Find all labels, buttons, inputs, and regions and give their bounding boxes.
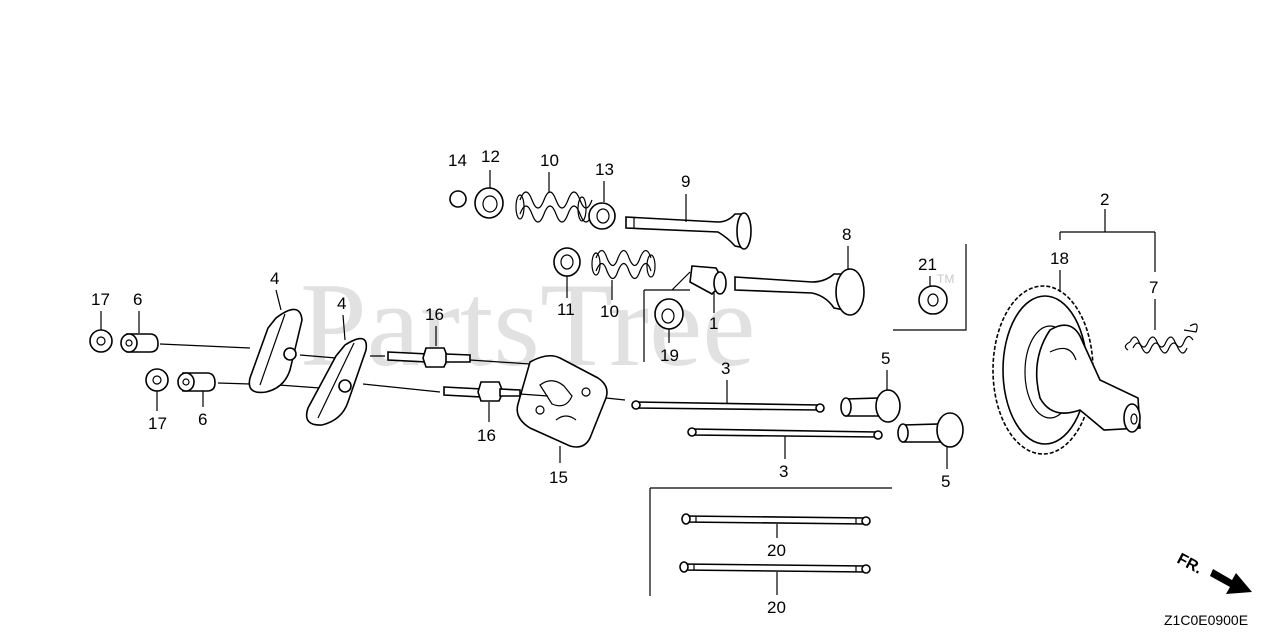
callout-20-upper: 20 <box>767 541 786 560</box>
callout-9: 9 <box>681 172 690 191</box>
callout-2: 2 <box>1100 190 1109 209</box>
callout-4-first: 4 <box>270 269 279 288</box>
callout-3-upper: 3 <box>721 359 730 378</box>
part-14-cotter[interactable] <box>449 190 467 208</box>
leader-1-detail <box>671 271 691 291</box>
callout-8: 8 <box>842 225 851 244</box>
callout-1: 1 <box>709 314 718 333</box>
alignment-lines-plate <box>469 359 626 401</box>
bracket-21 <box>893 244 967 331</box>
part-18-camshaft-gear[interactable] <box>992 285 1141 455</box>
callout-20-lower: 20 <box>767 598 786 617</box>
part-20-pin-lower[interactable] <box>679 561 871 574</box>
bracket-2 <box>1059 209 1156 272</box>
callout-13: 13 <box>595 160 614 179</box>
part-4-rocker-arm-1[interactable] <box>248 308 303 394</box>
bracket-19 <box>643 289 690 362</box>
part-17-nut-lower[interactable] <box>145 368 169 392</box>
part-19-seal[interactable] <box>654 298 684 330</box>
part-11-retainer[interactable] <box>553 247 581 277</box>
callout-14: 14 <box>448 151 467 170</box>
callout-10-lower: 10 <box>600 302 619 321</box>
part-8-valve[interactable] <box>734 268 865 316</box>
alignment-lines-left <box>159 343 441 393</box>
front-arrow-icon <box>1210 569 1252 594</box>
callout-5-upper: 5 <box>881 349 890 368</box>
part-15-guide-plate[interactable] <box>516 354 608 448</box>
bracket-20 <box>649 487 892 596</box>
callout-17-lower: 17 <box>148 414 167 433</box>
watermark-tm: TM <box>937 272 954 286</box>
part-12-retainer[interactable] <box>474 187 504 219</box>
part-21-washer[interactable] <box>918 285 948 315</box>
part-13-seal[interactable] <box>588 202 616 230</box>
part-6-pivot-lower[interactable] <box>177 372 216 392</box>
part-10-spring-upper[interactable] <box>515 191 593 223</box>
part-1-guide[interactable] <box>689 265 727 295</box>
callout-7: 7 <box>1149 278 1158 297</box>
callout-17-upper: 17 <box>91 290 110 309</box>
callout-6-upper: 6 <box>133 290 142 309</box>
callout-6-lower: 6 <box>198 410 207 429</box>
callout-5-lower: 5 <box>941 472 950 491</box>
part-16-stud-lower[interactable] <box>443 381 521 402</box>
part-10-spring-lower[interactable] <box>591 249 656 280</box>
part-5-tappet-upper[interactable] <box>840 389 901 423</box>
callout-16-upper: 16 <box>425 305 444 324</box>
callout-3-lower: 3 <box>779 462 788 481</box>
part-3-push-rod-upper[interactable] <box>631 400 825 413</box>
part-3-push-rod-lower[interactable] <box>687 427 883 440</box>
direction-label: FR. <box>1174 551 1205 578</box>
callout-4-second: 4 <box>337 294 346 313</box>
callout-21: 21 <box>918 255 937 274</box>
callout-16-lower: 16 <box>477 426 496 445</box>
callout-19: 19 <box>660 346 679 365</box>
front-direction-indicator: FR. <box>1174 551 1252 594</box>
part-16-stud-upper[interactable] <box>387 347 471 368</box>
callout-10-upper: 10 <box>540 151 559 170</box>
part-7-spring[interactable] <box>1124 323 1198 354</box>
callout-12: 12 <box>481 147 500 166</box>
callout-15: 15 <box>549 468 568 487</box>
part-6-pivot-upper[interactable] <box>120 333 159 353</box>
part-4-rocker-arm-2[interactable] <box>305 337 368 426</box>
part-17-nut-upper[interactable] <box>89 329 113 353</box>
part-5-tappet-lower[interactable] <box>897 412 964 448</box>
callout-11: 11 <box>557 300 575 319</box>
leader-4-first <box>275 289 282 311</box>
callout-18: 18 <box>1050 249 1069 268</box>
diagram-code: Z1C0E0900E <box>1164 612 1248 628</box>
leader-4-second <box>342 314 346 341</box>
part-9-valve[interactable] <box>625 212 752 250</box>
part-20-pin-upper[interactable] <box>681 513 871 526</box>
